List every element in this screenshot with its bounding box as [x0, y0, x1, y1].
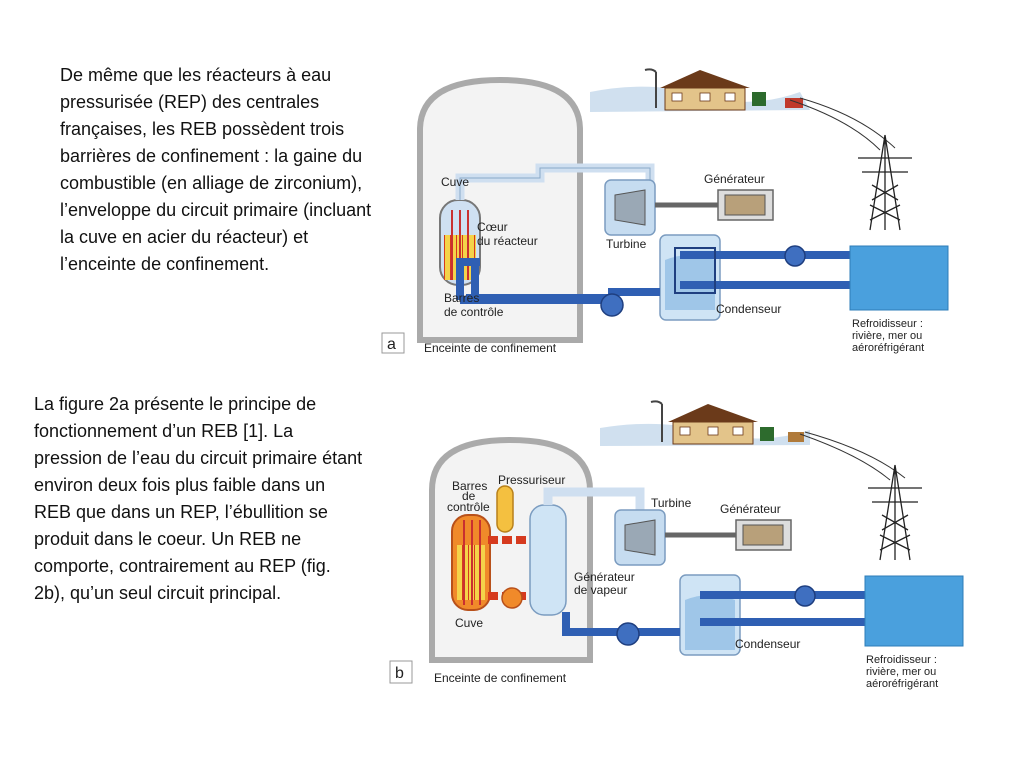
generator-icon — [717, 189, 774, 221]
label-gen-vapeur-2: de vapeur — [574, 583, 627, 597]
label-turbine-b: Turbine — [651, 496, 692, 510]
paragraph-intro: De même que les réacteurs à eau pressuri… — [60, 65, 372, 274]
turbine-icon — [604, 179, 656, 236]
label-pressuriseur: Pressuriseur — [498, 473, 565, 487]
figure-letter-a: a — [387, 336, 396, 353]
paragraph-figure-description: La figure 2a présente le principe de fon… — [34, 394, 363, 603]
lamp-post-icon — [650, 400, 663, 442]
pump-icon — [600, 293, 624, 317]
label-gen-vapeur-1: Générateur — [574, 570, 635, 584]
label-cuve-b: Cuve — [455, 616, 483, 630]
steam-pipe-b — [543, 487, 645, 512]
label-barres-a-2: de contrôle — [444, 305, 504, 319]
label-cuve-a: Cuve — [441, 175, 469, 189]
label-refroid-b-2: rivière, mer ou — [866, 666, 936, 678]
reactor-vessel-b — [451, 514, 491, 611]
label-refroid-b-1: Refroidisseur : — [866, 654, 937, 666]
steam-generator — [529, 504, 567, 616]
figure-a: Cuve Cœur du réacteur Barres de contrôle… — [381, 68, 949, 355]
label-barres-b-3: contrôle — [447, 500, 490, 514]
label-refroid-a-1: Refroidisseur : — [852, 318, 923, 330]
figure-b: Barres de contrôle Pressuriseur Turbine … — [389, 400, 964, 690]
pressurizer — [496, 485, 514, 533]
pump-icon — [616, 622, 640, 646]
label-barres-b-2: de — [462, 489, 476, 503]
label-refroid-a-2: rivière, mer ou — [852, 330, 922, 342]
house-icon — [668, 404, 804, 445]
cooler-box-b — [864, 575, 964, 647]
label-condenseur-a: Condenseur — [716, 302, 781, 316]
house-icon — [660, 70, 803, 111]
figure-letter-box-b — [389, 660, 413, 684]
pump-icon — [794, 585, 816, 607]
cooling-loop-b — [700, 591, 865, 626]
pylon-icon — [868, 464, 922, 561]
label-barres-a-1: Barres — [444, 291, 479, 305]
pump-icon — [501, 587, 523, 609]
figure-letter-box-a — [381, 332, 405, 354]
label-coeur-a-2: du réacteur — [477, 234, 538, 248]
label-enceinte-b: Enceinte de confinement — [434, 671, 567, 685]
cooling-loop-a — [680, 251, 850, 289]
label-refroid-a-3: aéroréfrigérant — [852, 342, 924, 354]
cooler-box-a — [849, 245, 949, 311]
label-generateur-a: Générateur — [704, 172, 765, 186]
feedwater-pipe-b — [562, 612, 680, 636]
lamp-post-icon — [644, 68, 657, 108]
label-turbine-a: Turbine — [606, 237, 647, 251]
generator-icon — [735, 519, 792, 551]
label-coeur-a-1: Cœur — [477, 220, 508, 234]
turbine-icon — [614, 509, 666, 566]
label-generateur-b: Générateur — [720, 502, 781, 516]
power-line-a — [789, 97, 896, 151]
power-line-b — [799, 431, 906, 481]
label-barres-b-1: Barres — [452, 479, 487, 493]
pump-icon — [784, 245, 806, 267]
label-condenseur-b: Condenseur — [735, 637, 800, 651]
label-refroid-b-3: aéroréfrigérant — [866, 678, 938, 690]
label-enceinte-a: Enceinte de confinement — [424, 341, 557, 355]
figure-letter-b: b — [395, 665, 404, 682]
pylon-icon — [858, 134, 912, 231]
condenser-b — [679, 574, 741, 656]
